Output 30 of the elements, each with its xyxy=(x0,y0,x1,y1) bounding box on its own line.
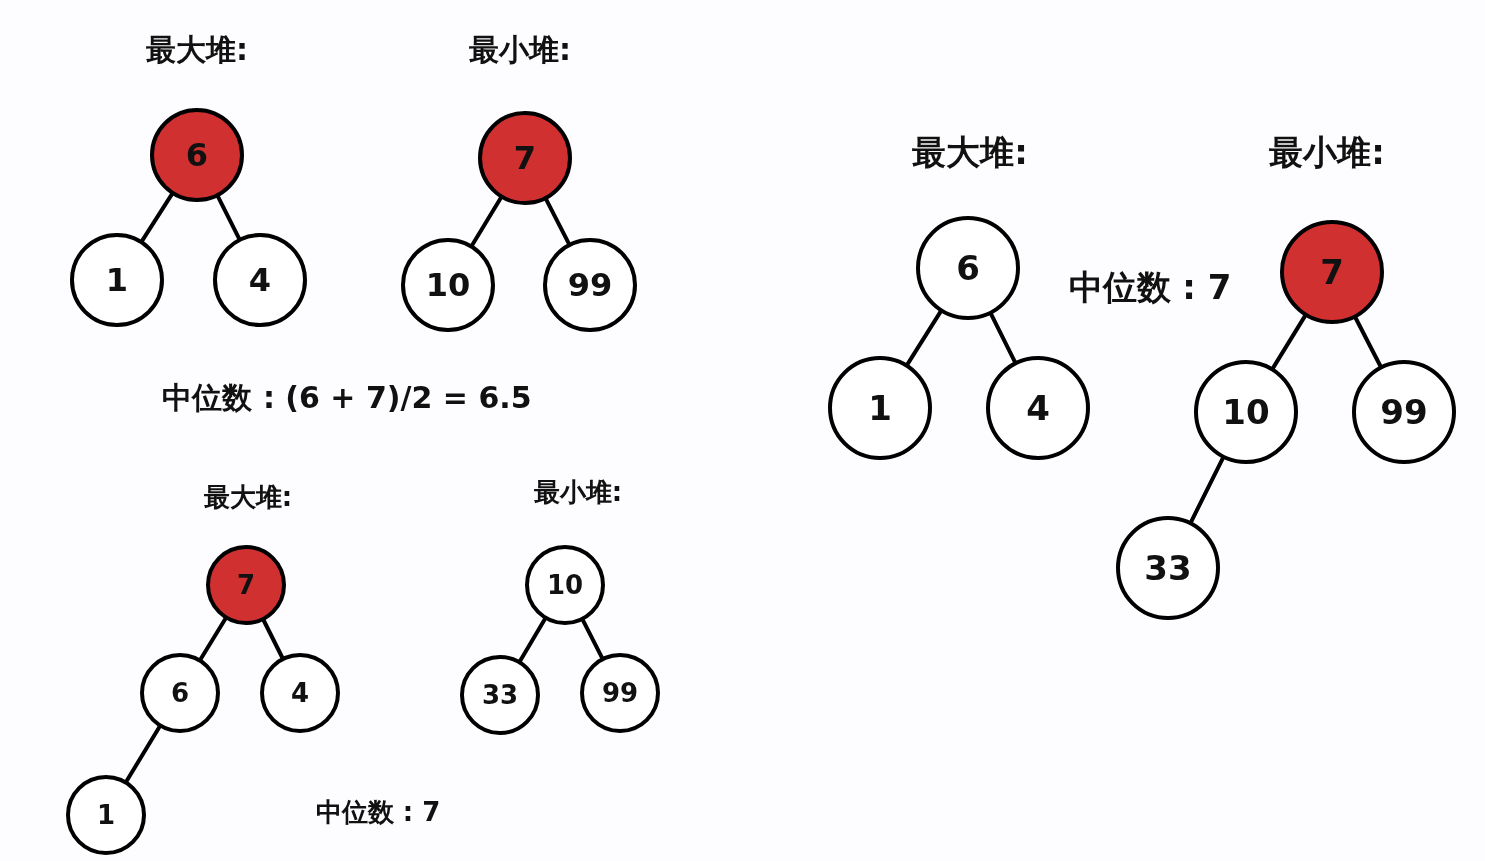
heap-title: 最大堆: xyxy=(912,131,1028,174)
tree-node: 6 xyxy=(150,108,244,202)
tree-node: 99 xyxy=(1352,360,1456,464)
tree-node: 99 xyxy=(580,653,660,733)
tree-node: 33 xyxy=(1116,516,1220,620)
tree-node: 7 xyxy=(478,111,572,205)
tree-edge xyxy=(261,617,285,661)
tree-node: 4 xyxy=(213,233,307,327)
tree-node: 10 xyxy=(401,238,495,332)
tree-node: 7 xyxy=(206,545,286,625)
tree-node: 1 xyxy=(66,775,146,855)
tree-node: 10 xyxy=(1194,360,1298,464)
tree-node: 6 xyxy=(140,653,220,733)
tree-node: 99 xyxy=(543,238,637,332)
tree-node: 4 xyxy=(260,653,340,733)
median-text: 中位数 : 7 xyxy=(315,795,441,829)
heap-title: 最大堆: xyxy=(146,30,248,69)
heap-title: 最小堆: xyxy=(533,475,623,509)
heap-title: 最大堆: xyxy=(203,480,293,514)
tree-node: 4 xyxy=(986,356,1090,460)
median-text: 中位数 : (6 + 7)/2 = 6.5 xyxy=(162,378,532,417)
tree-node: 33 xyxy=(460,655,540,735)
median-text: 中位数 : 7 xyxy=(1068,266,1232,309)
heap-title: 最小堆: xyxy=(1269,131,1385,174)
heap-title: 最小堆: xyxy=(469,30,571,69)
tree-node: 10 xyxy=(525,545,605,625)
tree-node: 1 xyxy=(70,233,164,327)
tree-node: 6 xyxy=(916,216,1020,320)
tree-node: 1 xyxy=(828,356,932,460)
tree-node: 7 xyxy=(1280,220,1384,324)
